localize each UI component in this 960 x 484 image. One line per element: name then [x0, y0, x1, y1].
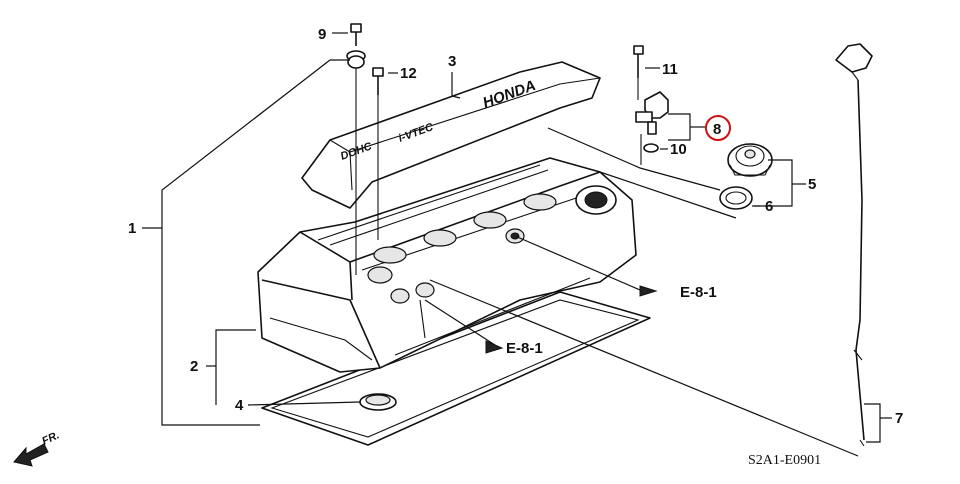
- callout-1: 1: [128, 220, 136, 237]
- callout-6: 6: [765, 198, 773, 215]
- callout-2: 2: [190, 358, 198, 375]
- filler-cap-seal-item-6: [719, 186, 753, 210]
- plug-hole-seal-item-4: [359, 393, 397, 411]
- bolt-item-9: [346, 23, 366, 275]
- callout-9: 9: [318, 26, 326, 43]
- callout-4: 4: [235, 397, 244, 414]
- leader-lines: [142, 32, 892, 457]
- reference-label-lower: E-8-1: [506, 340, 543, 357]
- front-label: FR.: [40, 429, 61, 447]
- reference-label-upper: E-8-1: [680, 284, 717, 301]
- oil-filler-cap-item-5: [727, 143, 773, 177]
- callout-7: 7: [895, 410, 903, 427]
- callout-8: 8: [713, 121, 721, 138]
- diagram-code: S2A1-E0901: [748, 453, 821, 468]
- front-arrow-icon: [13, 443, 49, 467]
- callout-12: 12: [400, 65, 417, 82]
- head-cover-gasket: [261, 291, 651, 446]
- callout-11: 11: [662, 61, 678, 78]
- front-direction-indicator: FR.: [13, 429, 61, 467]
- callout-8-highlight: 8: [705, 115, 731, 141]
- cylinder-head-cover: [257, 157, 637, 373]
- callout-labels: 1 2 3 4 5 6 7 8 9 10 11 12: [128, 26, 903, 427]
- callout-10: 10: [670, 141, 687, 158]
- oil-dipstick-item-7: [835, 43, 873, 447]
- ignition-coil-cover: DOHC i-VTEC HONDA: [301, 61, 601, 209]
- bolt-item-12: [372, 67, 384, 240]
- callout-3: 3: [448, 53, 456, 70]
- sensor-assembly-item-8: [633, 45, 669, 165]
- callout-5: 5: [808, 176, 816, 193]
